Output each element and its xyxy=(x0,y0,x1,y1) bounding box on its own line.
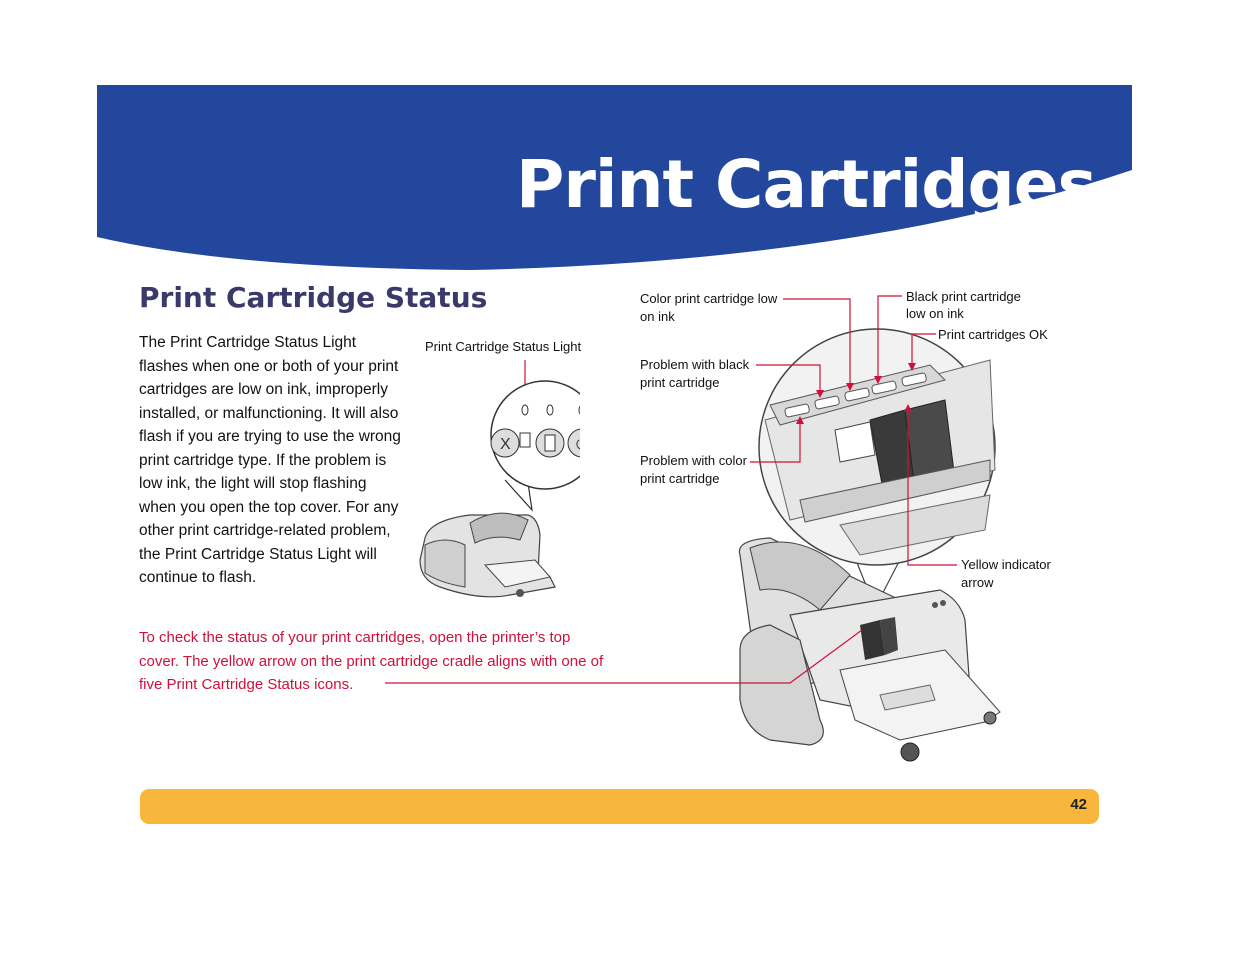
callout-cartridges-ok: Print cartridges OK xyxy=(938,327,1048,342)
status-light-label: Print Cartridge Status Light xyxy=(425,339,582,354)
callout-problem-color-line1: Problem with color xyxy=(640,453,747,468)
section-heading: Print Cartridge Status xyxy=(139,281,488,314)
magnifier-circle xyxy=(490,380,580,490)
callout-black-low-line1: Black print cartridge xyxy=(906,289,1021,304)
callout-problem-color-line2: print cartridge xyxy=(640,471,720,486)
instruction-paragraph: To check the status of your print cartri… xyxy=(139,629,604,693)
callout-color-low-line1: Color print cartridge low xyxy=(640,291,778,306)
callout-yellow-arrow-line2: arrow xyxy=(961,575,994,590)
callout-problem-black-line1: Problem with black xyxy=(640,357,750,372)
page-number: 42 xyxy=(1070,796,1087,813)
header-banner xyxy=(97,85,1132,270)
open-printer-illustration xyxy=(385,295,1001,762)
callout-color-low-line2: on ink xyxy=(640,309,675,324)
body-paragraph: The Print Cartridge Status Light flashes… xyxy=(139,334,401,586)
callout-problem-black-line2: print cartridge xyxy=(640,375,720,390)
svg-text:X: X xyxy=(500,436,511,453)
callout-black-low-line2: low on ink xyxy=(906,306,964,321)
page-title: Print Cartridges xyxy=(516,146,1097,223)
small-printer-illustration: X ⏻ xyxy=(419,360,580,598)
svg-text:⏻: ⏻ xyxy=(576,436,580,452)
footer-bar: 42 xyxy=(140,789,1099,824)
callout-yellow-arrow-line1: Yellow indicator xyxy=(961,557,1051,572)
